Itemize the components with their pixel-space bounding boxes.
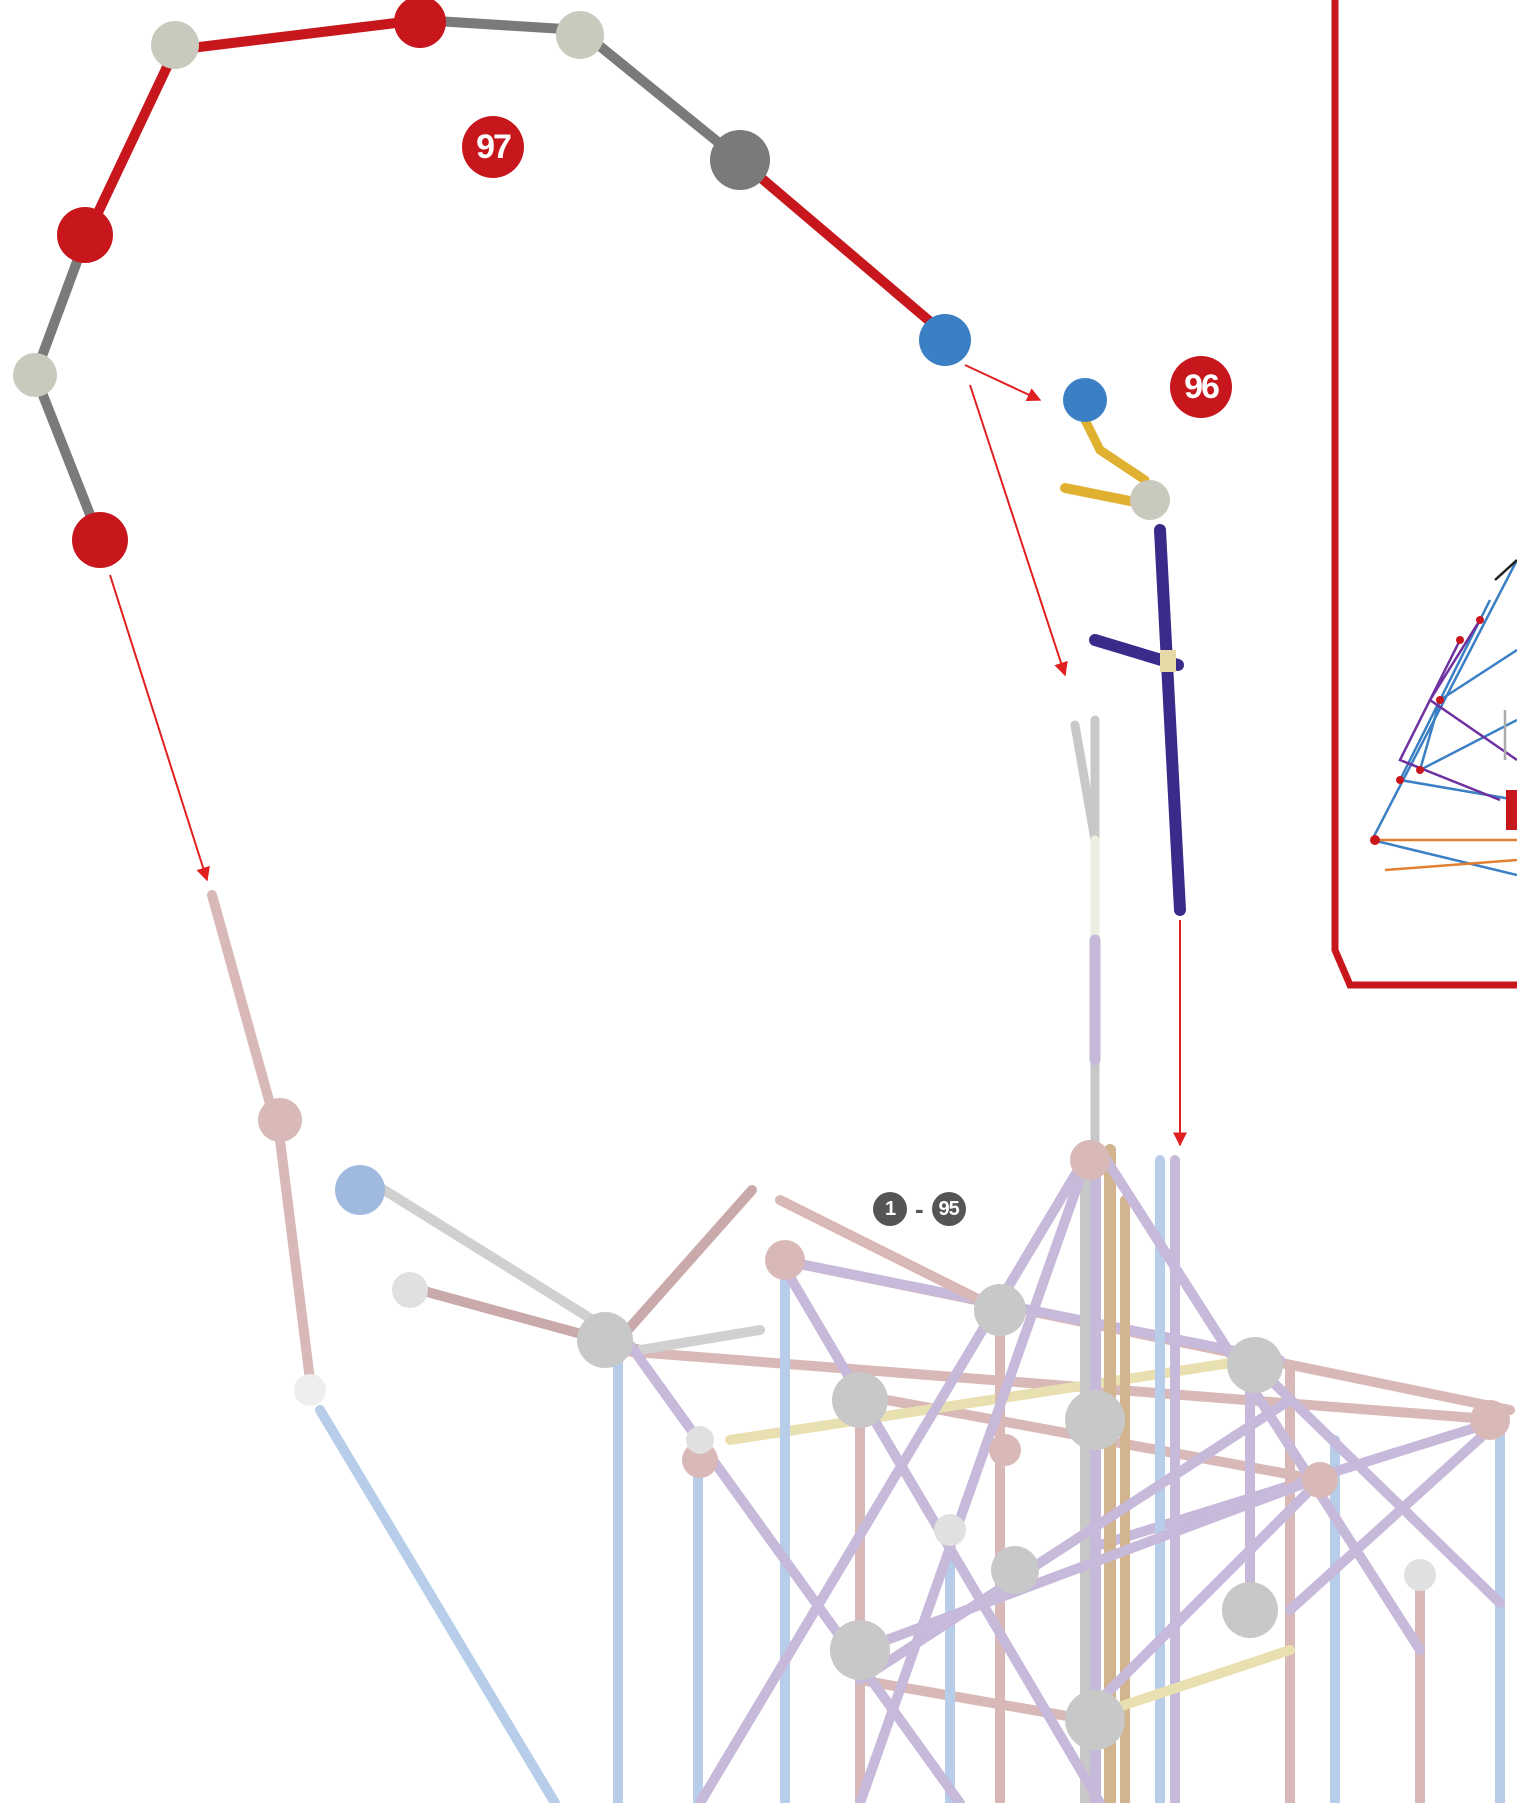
existing-hubs [258, 1098, 1510, 1750]
inset-panel [1331, 0, 1517, 989]
step-97-badge: 97 [462, 116, 524, 178]
range-separator: - [915, 1193, 924, 1224]
step-96-badge: 96 [1170, 356, 1232, 418]
range-start-badge: 1 [873, 1192, 907, 1226]
previous-steps-range: 1 - 95 [873, 1192, 966, 1226]
step-96-parts [1060, 378, 1186, 916]
existing-structure [207, 715, 1515, 1803]
inset-preview-model [1370, 559, 1517, 877]
range-end-badge: 95 [931, 1192, 966, 1226]
step-97-parts [13, 0, 1101, 1066]
guide-arrows [109, 364, 1187, 1147]
